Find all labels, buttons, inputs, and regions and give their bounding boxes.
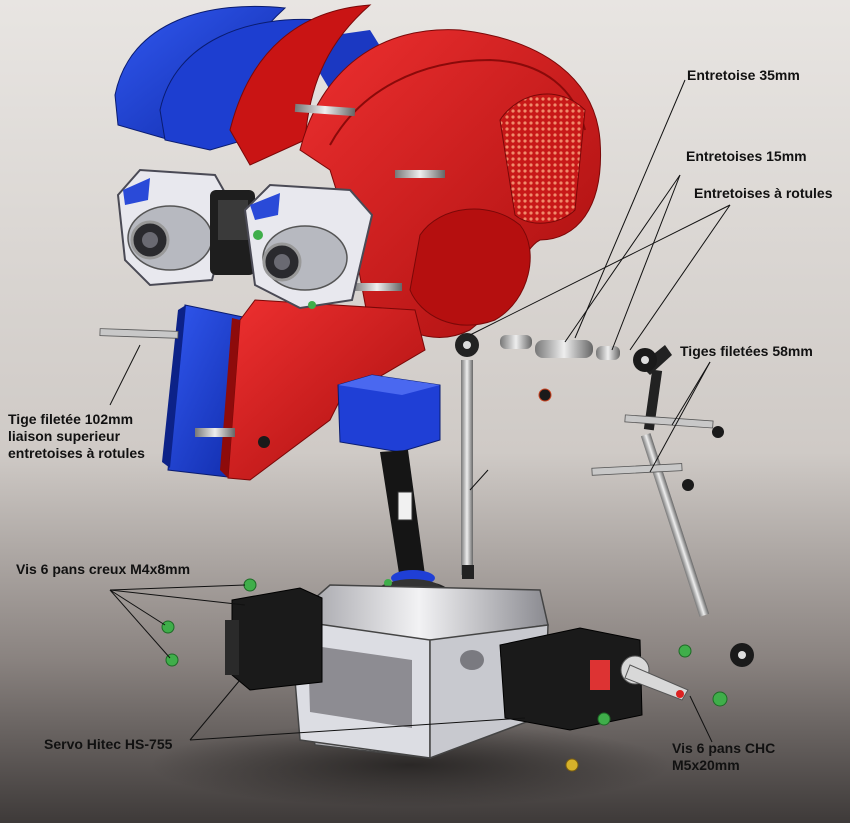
red-head-shell [229,4,602,338]
label-vis-6-pans-chc: Vis 6 pans CHC M5x20mm [672,740,775,774]
label-tige-line-3: entretoises à rotules [8,445,145,461]
camera-right [243,183,374,310]
head-standoff-rods [195,103,445,437]
label-vis-chc-line-2: M5x20mm [672,757,740,773]
right-linkage [633,345,754,667]
servo-left [225,587,323,691]
camera-center-body [210,190,255,275]
label-servo-hitec: Servo Hitec HS-755 [44,736,173,752]
camera-left [116,168,234,287]
label-tige-filetee-102mm: Tige filetée 102mm liaison superieur ent… [8,411,145,462]
ground-shadow [150,723,670,807]
servo-right [499,627,689,731]
red-front-plate [220,299,426,481]
label-vis-6-pans-creux: Vis 6 pans creux M4x8mm [16,561,191,577]
label-tige-line-2: liaison superieur [8,428,121,444]
neck-servo-block [337,374,441,453]
label-tiges-filetees-58mm: Tiges filetées 58mm [680,343,813,359]
spacers-row [500,335,620,360]
threaded-rods [99,328,724,491]
label-entretoises-15mm: Entretoises 15mm [686,148,807,164]
label-entretoise-35mm: Entretoise 35mm [687,67,800,83]
label-vis-chc-line-1: Vis 6 pans CHC [672,740,776,756]
leader-lines [109,79,731,743]
label-entretoises-rotules: Entretoises à rotules [694,185,833,201]
vertical-linkage [455,333,479,579]
label-tige-line-1: Tige filetée 102mm [8,411,134,427]
